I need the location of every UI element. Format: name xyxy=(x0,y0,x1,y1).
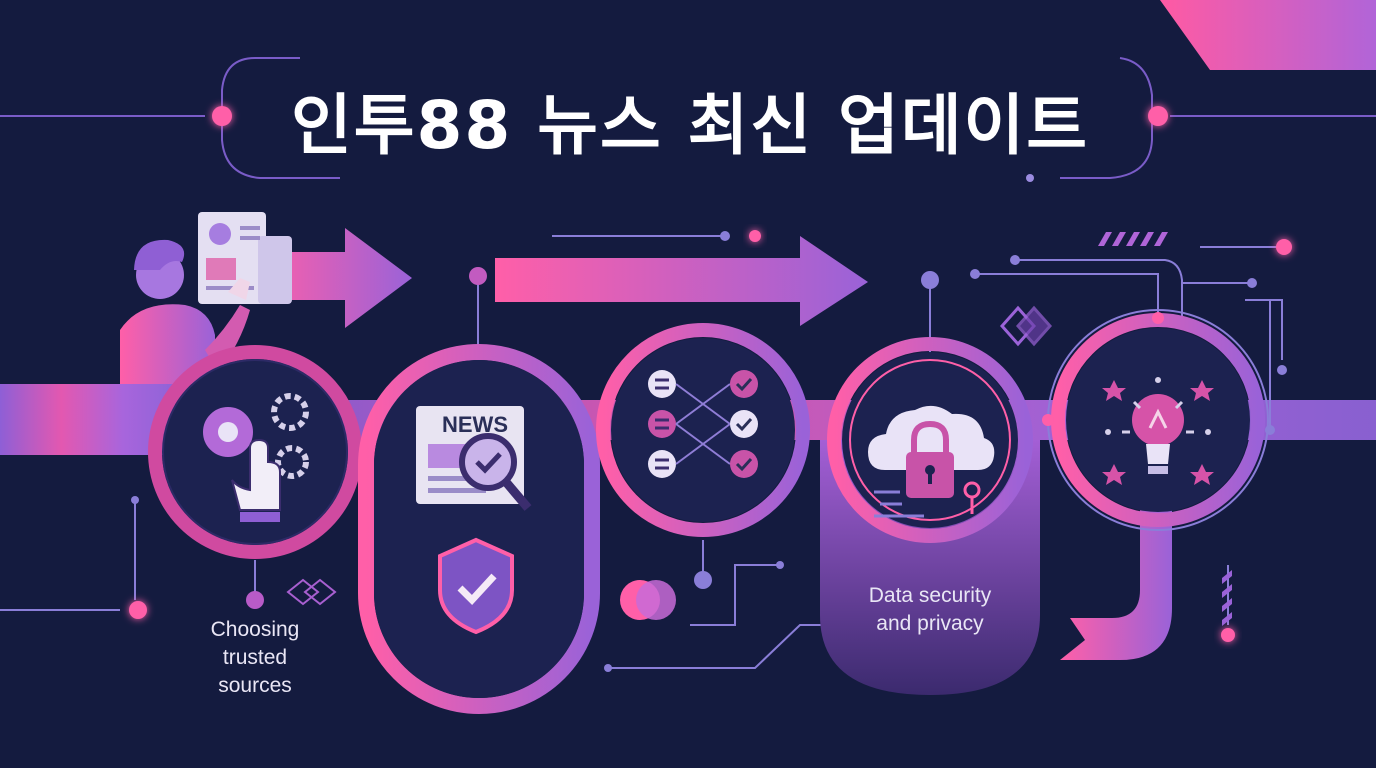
shield-check-icon xyxy=(438,537,514,635)
caption-line: Choosing xyxy=(210,618,300,641)
step-node-insight xyxy=(1047,309,1269,660)
step-node-choose xyxy=(148,345,362,559)
flow-band xyxy=(0,384,175,455)
circle-pair-deco xyxy=(620,580,676,620)
glow-dot xyxy=(1148,106,1168,126)
news-magnifier-icon: NEWS xyxy=(416,406,532,511)
glow-dot xyxy=(1221,628,1235,642)
checklist-icon xyxy=(648,370,758,478)
step-caption-secure: Data security and privacy xyxy=(830,582,1030,638)
step-node-compare xyxy=(596,323,810,537)
glow-dot xyxy=(129,601,147,619)
cloud-lock-icon xyxy=(868,405,995,518)
caption-line: sources xyxy=(218,674,292,697)
step-caption-choose: Choosing trusted sources xyxy=(170,616,340,700)
caption-line: trusted xyxy=(222,646,288,669)
corner-accent xyxy=(1160,0,1376,70)
step-node-secure xyxy=(820,337,1040,695)
glow-dot xyxy=(1276,239,1292,255)
stripe-deco xyxy=(1222,570,1232,626)
arrow-2 xyxy=(495,236,868,326)
glow-dot xyxy=(749,230,761,242)
eye-deco xyxy=(286,578,337,606)
step-node-verify: NEWS xyxy=(358,344,600,714)
stripe-deco xyxy=(1098,232,1168,246)
caption-line: and privacy xyxy=(876,612,984,635)
lightbulb-stars-icon xyxy=(1102,377,1214,485)
arrow-1 xyxy=(255,228,412,328)
gear-hand-icon xyxy=(201,393,309,522)
diamond-deco xyxy=(999,305,1053,347)
title-frame xyxy=(0,57,1376,179)
page-title: 인투88 뉴스 최신 업데이트 xyxy=(291,87,1089,164)
news-badge: NEWS xyxy=(442,412,508,437)
caption-line: Data security xyxy=(868,584,992,607)
glow-dot xyxy=(212,106,232,126)
